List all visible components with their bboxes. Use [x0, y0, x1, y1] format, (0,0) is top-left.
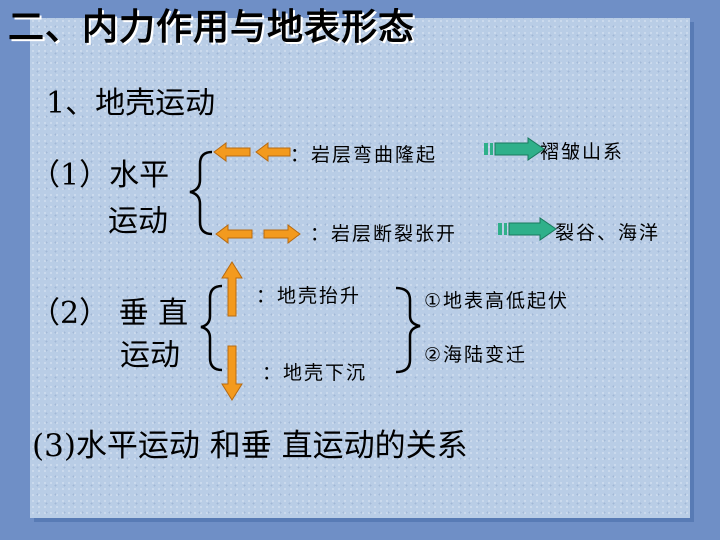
vertical-result-2: ②海陆变迁: [424, 344, 528, 366]
horizontal-top-result: 褶皱山系: [540, 141, 625, 163]
section-1-heading: 1、地壳运动: [46, 86, 216, 121]
vertical-label-line2: 运动: [120, 338, 180, 373]
horizontal-top-arrow-left-1: [213, 142, 251, 162]
horizontal-bottom-result: 裂谷、海洋: [555, 222, 661, 244]
vertical-results-brace: [395, 286, 421, 374]
slide-title: 二、内力作用与地表形态: [8, 7, 416, 48]
vertical-down-text: ：地壳下沉: [262, 362, 368, 384]
vertical-up-text: ：地壳抬升: [256, 285, 362, 307]
horizontal-brace: [189, 150, 213, 236]
horizontal-top-arrow-left-2: [255, 142, 291, 162]
vertical-label-line1: （2） 垂 直: [30, 296, 189, 331]
vertical-down-arrow: [221, 345, 243, 401]
horizontal-bottom-text: ：岩层断裂张开: [310, 223, 458, 245]
vertical-brace: [200, 284, 223, 372]
horizontal-top-green-arrow: [484, 137, 545, 161]
horizontal-label-line2: 运动: [108, 204, 168, 239]
section-3-heading: (3)水平运动 和垂 直运动的关系: [32, 428, 468, 464]
horizontal-top-text: ：岩层弯曲隆起: [290, 144, 438, 166]
horizontal-label-line1: （1）水平: [30, 158, 170, 193]
slide-panel: [30, 18, 690, 518]
vertical-result-1: ①地表高低起伏: [424, 290, 570, 312]
vertical-up-arrow: [221, 261, 243, 317]
horizontal-bottom-green-arrow: [498, 217, 557, 241]
horizontal-bottom-arrow-left: [215, 224, 253, 244]
horizontal-bottom-arrow-right: [263, 224, 301, 244]
